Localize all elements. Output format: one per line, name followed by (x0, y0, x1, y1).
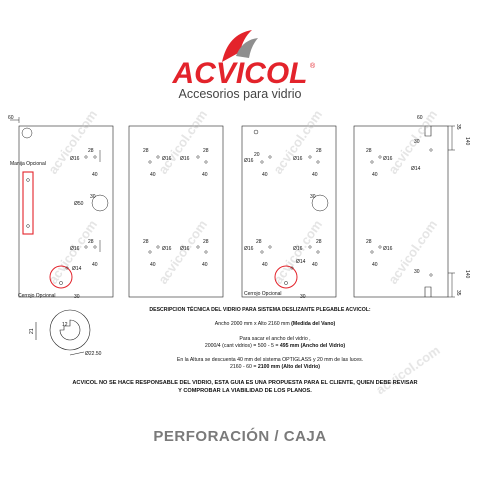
dim-50-p1: Ø50 (74, 201, 84, 207)
dim-28-p2a: 28 (143, 148, 149, 154)
dim-16-p3b: Ø16 (293, 156, 303, 162)
dim-30-p4b: 30 (414, 269, 420, 275)
dim-16-p3d: Ø16 (293, 246, 303, 252)
dim-28-p1b: 28 (88, 239, 94, 245)
description-line2: Para sacar el ancho del vidrio , (239, 336, 311, 342)
dim-28-p1: 28 (88, 148, 94, 154)
dim-14-p4: Ø14 (411, 166, 421, 172)
description-line3-b: 495 mm (Ancho del Vidrio) (279, 343, 346, 349)
logo-tagline: Accesorios para vidrio (179, 87, 302, 101)
dim-140-bot: 140 (464, 270, 470, 279)
glass-panel-2 (128, 125, 224, 298)
dim-60-right: 60 (417, 115, 423, 121)
logo-wordmark: ACVICOL (172, 57, 308, 90)
dim-16-p3a: Ø16 (244, 158, 254, 164)
label-cerrojo-2: Cerrojo Opcional (244, 291, 282, 297)
dim-40-p2b: 40 (202, 172, 208, 178)
description-line3-a: 2000/4 (cant vidrios) = 500 - 5 = (204, 343, 280, 349)
manija-handle (22, 171, 34, 235)
description-line5-b: 2100 mm (Alto del Vidrio) (257, 364, 320, 370)
dim-40-p3d: 40 (312, 262, 318, 268)
hole-50-panel-1 (91, 194, 109, 212)
dim-40-p2a: 40 (150, 172, 156, 178)
dim-40-p3a: 40 (262, 172, 268, 178)
watermark-3: acvicol.com (270, 107, 325, 177)
dim-60-left: 60 (8, 115, 14, 121)
hole-50-panel-3 (311, 194, 329, 212)
label-manija: Manija Opcional (10, 161, 46, 167)
keyhole-detail (35, 309, 91, 356)
watermarks: acvicol.com acvicol.com acvicol.com acvi… (45, 107, 443, 397)
description-line1: Ancho 2000 mm x Alto 2160 mm (Medida del… (150, 321, 400, 328)
dim-40-p3c: 40 (262, 262, 268, 268)
watermark-1: acvicol.com (45, 107, 100, 177)
glass-panel-3 (241, 125, 337, 298)
dim-12-keyhole: 12 (62, 322, 68, 328)
dim-16-p3c: Ø16 (244, 246, 254, 252)
dim-16-p1: Ø16 (70, 156, 80, 162)
glass-panel-1 (18, 125, 114, 298)
dim-40-p2c: 40 (150, 262, 156, 268)
description-line5: 2160 - 60 = 2100 mm (Alto del Vidrio) (150, 364, 400, 371)
description-line3: 2000/4 (cant vidrios) = 500 - 5 = 495 mm… (150, 343, 400, 350)
cerrojo-highlight-1 (49, 265, 73, 289)
dim-28-p2b: 28 (203, 148, 209, 154)
watermark-8: acvicol.com (385, 217, 440, 287)
description-line1-b: (Medida del Vano) (291, 321, 336, 327)
pivot-symbol-icon (21, 127, 33, 139)
dim-20-p3: 20 (254, 152, 260, 158)
dim-40-p1b: 40 (92, 262, 98, 268)
dim-40-p1: 40 (92, 172, 98, 178)
label-cerrojo-1: Cerrojo Opcional (18, 293, 56, 299)
dim-14-p1: Ø14 (72, 266, 82, 272)
dim-30-p3e: 30 (300, 294, 306, 300)
dim-16-p2b: Ø16 (180, 156, 190, 162)
dim-35-top: 35 (455, 124, 461, 130)
acvicol-logo: ACVICOL ® Accesorios para vidrio (172, 30, 316, 101)
dim-30-p3: 30 (310, 194, 316, 200)
dim-16-p4b: Ø16 (383, 246, 393, 252)
dim-40-p3b: 40 (312, 172, 318, 178)
watermark-2: acvicol.com (155, 107, 210, 177)
cerrojo-highlight-2 (274, 265, 298, 289)
dim-16-p2d: Ø16 (180, 246, 190, 252)
logo-swoosh-icon (222, 30, 258, 62)
dim-40-p4b: 40 (372, 262, 378, 268)
dim-28-p3c: 28 (256, 239, 262, 245)
description-line4: En la Altura se descuenta 40 mm del sist… (176, 357, 364, 363)
logo-registered: ® (310, 62, 316, 70)
dim-30-p1c: 30 (74, 294, 80, 300)
dim-140-top: 140 (464, 137, 470, 146)
disclaimer: ACVICOL NO SE HACE RESPONSABLE DEL VIDRI… (72, 380, 418, 394)
dim-40-p4a: 40 (372, 172, 378, 178)
dim-16-p4a: Ø16 (383, 156, 393, 162)
dim-16-p2c: Ø16 (162, 246, 172, 252)
footer-title: PERFORACIÓN / CAJA (153, 428, 327, 445)
description-heading: DESCRIPCION TÉCNICA DEL VIDRIO PARA SIST… (149, 307, 371, 313)
dim-21-keyhole: 21 (29, 328, 35, 334)
dim-28-p2c: 28 (143, 239, 149, 245)
dim-28-p3d: 28 (316, 239, 322, 245)
dim-28-p3a: 28 (316, 148, 322, 154)
dim-30-p4a: 30 (414, 139, 420, 145)
dim-14-p3: Ø14 (296, 259, 306, 265)
description-line1-a: Ancho 2000 mm x Alto 2160 mm (214, 321, 292, 327)
dim-28-p2d: 28 (203, 239, 209, 245)
glass-panel-4 (353, 125, 449, 298)
dim-28-p4a: 28 (366, 148, 372, 154)
dim-35-bot: 35 (455, 290, 461, 296)
dim-28-p4b: 28 (366, 239, 372, 245)
dim-40-p2d: 40 (202, 262, 208, 268)
dim-2250-keyhole: Ø22.50 (85, 351, 102, 357)
description-line5-a: 2160 - 60 = (229, 364, 258, 370)
dim-16-p2a: Ø16 (162, 156, 172, 162)
dim-16-p1b: Ø16 (70, 246, 80, 252)
dim-30-p1: 30 (90, 194, 96, 200)
